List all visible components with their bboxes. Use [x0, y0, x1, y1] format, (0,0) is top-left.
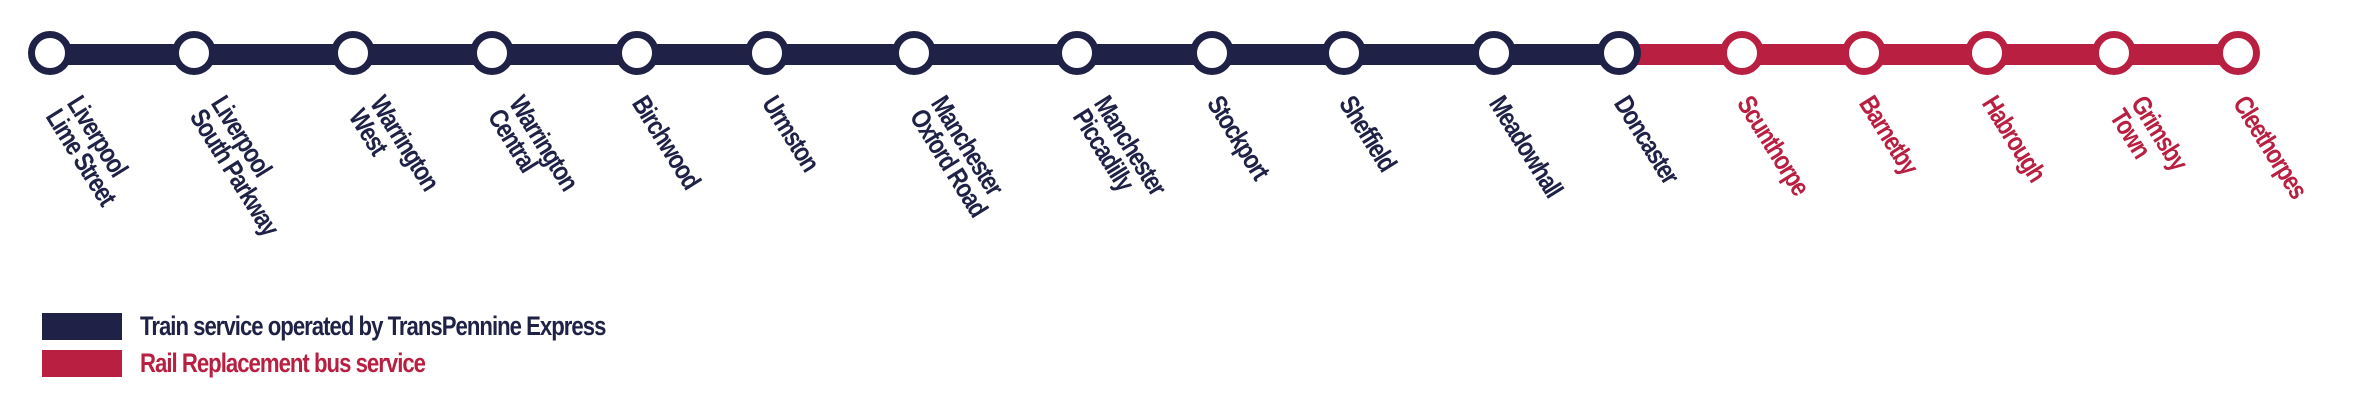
station-label-barnetby: Barnetby: [1853, 90, 1925, 180]
station-label-warrington-west: Warrington West: [342, 90, 446, 196]
legend-item-bus: Rail Replacement bus service: [42, 348, 488, 378]
station-marker-habrough[interactable]: [1965, 31, 2009, 75]
route-segment-train: [194, 44, 353, 65]
station-marker-manchester-oxford-road[interactable]: [892, 31, 936, 75]
route-segment-train: [50, 44, 194, 65]
station-marker-birchwood[interactable]: [615, 31, 659, 75]
station-marker-sheffield[interactable]: [1322, 31, 1366, 75]
station-label-warrington-central: Warrington Central: [481, 90, 585, 196]
station-marker-warrington-west[interactable]: [331, 31, 375, 75]
station-marker-grimsby-town[interactable]: [2092, 31, 2136, 75]
station-label-stockport: Stockport: [1201, 90, 1276, 185]
route-segment-bus: [1987, 44, 2114, 65]
station-label-doncaster: Doncaster: [1608, 90, 1686, 189]
station-label-liverpool-lime-street: Liverpool Lime Street: [39, 90, 134, 211]
route-segment-bus: [2114, 44, 2238, 65]
route-segment-train: [914, 44, 1077, 65]
station-label-scunthorpe: Scunthorpe: [1731, 90, 1816, 201]
legend-label-bus: Rail Replacement bus service: [140, 348, 426, 378]
station-label-sheffield: Sheffield: [1333, 90, 1403, 177]
route-segment-train: [767, 44, 914, 65]
station-label-grimsby-town: Grimsby Town: [2103, 90, 2194, 176]
route-segment-train: [1077, 44, 1212, 65]
station-label-birchwood: Birchwood: [626, 90, 707, 194]
route-segment-bus: [1619, 44, 1742, 65]
station-marker-scunthorpe[interactable]: [1720, 31, 1764, 75]
station-marker-manchester-piccadilly[interactable]: [1055, 31, 1099, 75]
route-segment-train: [1344, 44, 1494, 65]
station-label-habrough: Habrough: [1976, 90, 2052, 187]
station-marker-barnetby[interactable]: [1842, 31, 1886, 75]
station-label-liverpool-south-parkway: Liverpool South Parkway: [183, 90, 285, 241]
station-marker-liverpool-lime-street[interactable]: [28, 31, 72, 75]
legend-swatch-bus: [42, 350, 122, 377]
station-marker-warrington-central[interactable]: [470, 31, 514, 75]
station-label-meadowhall: Meadowhall: [1483, 90, 1569, 203]
station-marker-liverpool-south-parkway[interactable]: [172, 31, 216, 75]
legend-label-train: Train service operated by TransPennine E…: [140, 311, 606, 341]
route-segment-train: [492, 44, 637, 65]
legend-swatch-train: [42, 313, 122, 340]
route-segment-train: [1494, 44, 1619, 65]
station-marker-stockport[interactable]: [1190, 31, 1234, 75]
station-marker-cleethorpes[interactable]: [2216, 31, 2260, 75]
route-segment-bus: [1864, 44, 1987, 65]
station-label-manchester-oxford-road: Manchester Oxford Road: [903, 90, 1010, 222]
station-marker-urmston[interactable]: [745, 31, 789, 75]
route-segment-train: [353, 44, 492, 65]
station-label-cleethorpes: Cleethorpes: [2227, 90, 2314, 204]
station-label-manchester-piccadilly: Manchester Piccadilly: [1066, 90, 1173, 201]
route-segment-train: [637, 44, 767, 65]
station-marker-doncaster[interactable]: [1597, 31, 1641, 75]
legend-item-train: Train service operated by TransPennine E…: [42, 311, 708, 341]
station-marker-meadowhall[interactable]: [1472, 31, 1516, 75]
route-segment-train: [1212, 44, 1344, 65]
station-label-urmston: Urmston: [756, 90, 826, 177]
route-segment-bus: [1742, 44, 1864, 65]
